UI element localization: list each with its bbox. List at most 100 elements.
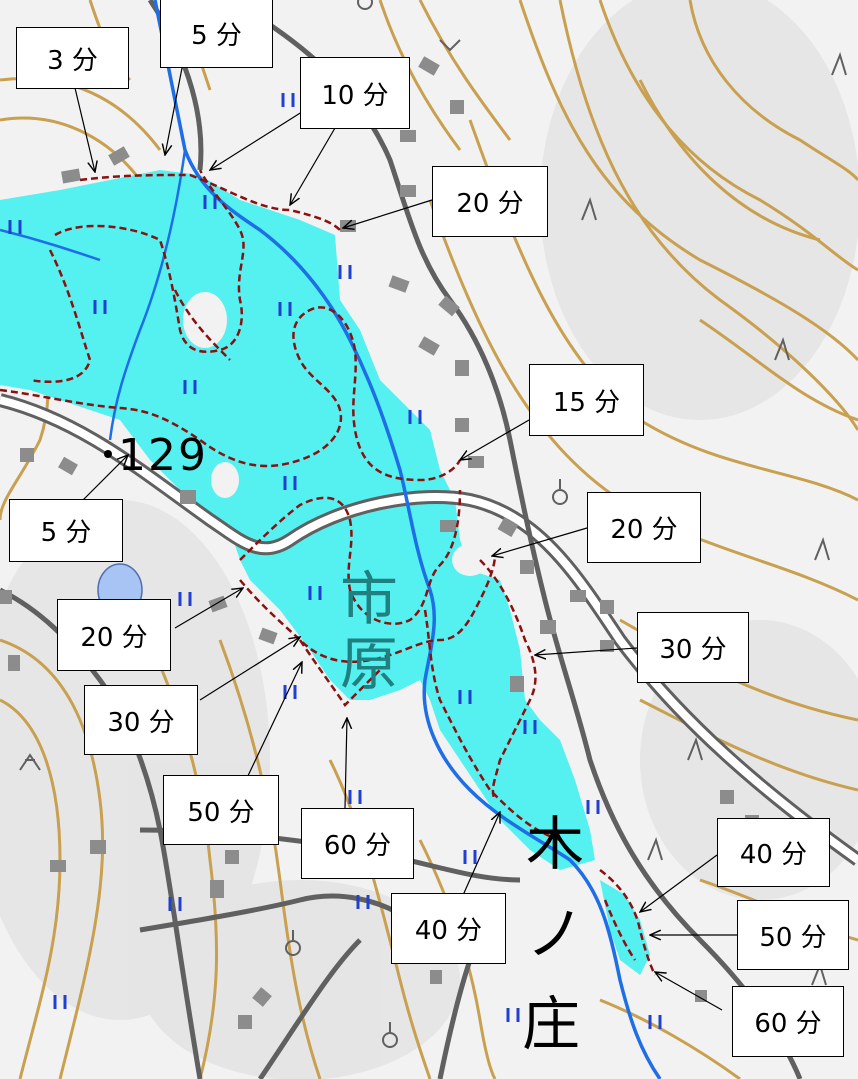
building: [455, 360, 469, 376]
river-main: [153, 0, 662, 1079]
wasteland-symbol: [581, 196, 597, 221]
boundary-line: [423, 609, 561, 842]
road-main: [0, 396, 858, 864]
contour-line: [218, 639, 322, 1079]
building: [438, 295, 460, 317]
paddy-symbol: [53, 995, 67, 1009]
place-name-sho: 庄: [522, 990, 581, 1058]
building: [695, 990, 707, 1002]
building: [20, 448, 34, 462]
wasteland-symbol: [831, 51, 847, 76]
flood-gaps: [183, 292, 488, 576]
contour-line: [699, 318, 858, 422]
orchard-symbol: [357, 0, 373, 10]
building: [440, 520, 456, 532]
contour-line: [418, 0, 512, 141]
road-secondary: [139, 893, 412, 933]
wasteland-symbol: [687, 736, 703, 761]
building: [210, 880, 224, 898]
boundary-line: [239, 554, 497, 664]
contour-line: [378, 0, 462, 151]
building: [418, 56, 440, 76]
paddy-symbol: [168, 897, 182, 911]
callout-3-min: 3 分: [16, 27, 129, 89]
building: [90, 840, 106, 854]
callout-40-min-east: 40 分: [717, 818, 830, 887]
paddy-symbol: [308, 586, 322, 600]
boundary-line: [29, 249, 92, 384]
boundary-line: [54, 169, 245, 354]
flood-area: [0, 170, 650, 975]
contour-line: [128, 599, 219, 1079]
callout-20-min-west: 20 分: [57, 599, 171, 671]
contour-line: [0, 638, 105, 1079]
boundary-line: [479, 559, 537, 801]
building: [520, 560, 534, 574]
building: [600, 600, 614, 614]
building: [108, 146, 130, 166]
callout-15-min: 15 分: [529, 364, 644, 436]
paddy-symbol: [183, 380, 197, 394]
paddy-symbol: [458, 690, 472, 704]
road-secondary: [257, 938, 362, 1079]
paddy-symbol: [348, 790, 362, 804]
building: [340, 220, 356, 232]
building: [400, 130, 416, 142]
paddy-symbol: [506, 1008, 520, 1022]
callout-5-min-west: 5 分: [9, 499, 123, 562]
callout-30-min-east: 30 分: [637, 612, 749, 683]
land-use-symbols: [19, 0, 847, 1048]
boundary-line: [79, 173, 341, 231]
building: [468, 456, 484, 468]
paddy-symbol: [203, 195, 217, 209]
paddy-symbol: [356, 895, 370, 909]
building: [430, 970, 442, 984]
river-tributary: [108, 149, 187, 441]
building: [225, 850, 239, 864]
contour-line: [418, 839, 497, 1079]
orchard-symbol: [382, 1032, 398, 1048]
orchard-symbol: [285, 940, 301, 956]
callout-60-min-west: 60 分: [301, 808, 414, 879]
paddy-symbol: [408, 410, 422, 424]
building: [58, 456, 78, 476]
building: [180, 490, 196, 504]
building: [720, 790, 734, 804]
building: [0, 590, 12, 604]
boundary-line: [298, 639, 381, 707]
building: [455, 418, 469, 432]
paddy-symbol: [278, 302, 292, 316]
building: [238, 1015, 252, 1029]
callout-50-min-east: 50 分: [737, 900, 849, 970]
paddy-symbol: [586, 800, 600, 814]
callout-20-min-east: 20 分: [587, 492, 701, 563]
temple-symbol: [19, 753, 41, 771]
contour-line: [639, 698, 858, 792]
callout-30-min-west: 30 分: [84, 685, 198, 755]
paddy-symbol: [338, 265, 352, 279]
contour-line: [558, 0, 858, 431]
buildings: [0, 56, 759, 1029]
contour-line: [688, 0, 858, 181]
building: [600, 640, 614, 652]
place-name-hara: 原: [340, 630, 399, 698]
arrival-boundaries: [0, 169, 657, 976]
contour-line: [599, 998, 741, 1079]
building: [400, 185, 416, 197]
rivers: [0, 0, 662, 1079]
wasteland-symbol: [647, 836, 663, 861]
wasteland-symbol: [814, 536, 830, 561]
paddy-symbol: [8, 220, 22, 234]
boundary-line: [0, 306, 462, 482]
contour-line: [598, 0, 858, 272]
building: [510, 676, 524, 692]
callout-20-min-north: 20 分: [432, 166, 548, 237]
building: [388, 275, 410, 293]
paddy-symbol: [523, 720, 537, 734]
paddy-symbol: [283, 476, 297, 490]
building: [252, 987, 272, 1007]
paddy-symbol: [648, 1015, 662, 1029]
building: [570, 590, 586, 602]
callout-10-min: 10 分: [300, 57, 410, 129]
